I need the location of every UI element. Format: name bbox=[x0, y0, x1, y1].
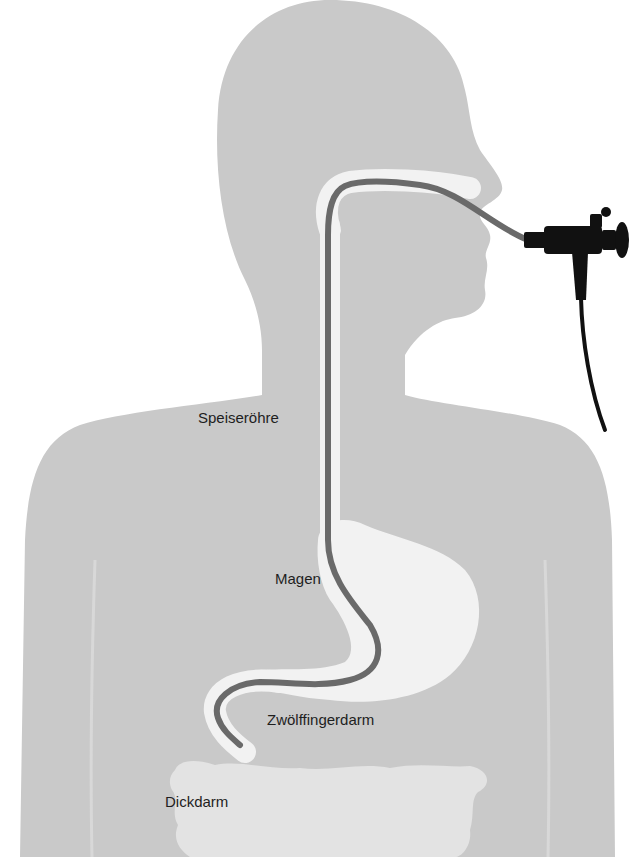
endoscope-cable bbox=[581, 298, 605, 430]
arm-line bbox=[91, 560, 95, 857]
endoscope-handle bbox=[524, 207, 629, 300]
organ-label: Magen bbox=[275, 570, 321, 588]
arm-line bbox=[545, 560, 549, 857]
organ-label: Dickdarm bbox=[165, 793, 228, 811]
endoscope-tube bbox=[217, 182, 528, 745]
organ-label: Zwölffingerdarm bbox=[267, 711, 374, 729]
body-silhouette bbox=[20, 0, 615, 857]
organ-label: Speiseröhre bbox=[198, 409, 279, 427]
